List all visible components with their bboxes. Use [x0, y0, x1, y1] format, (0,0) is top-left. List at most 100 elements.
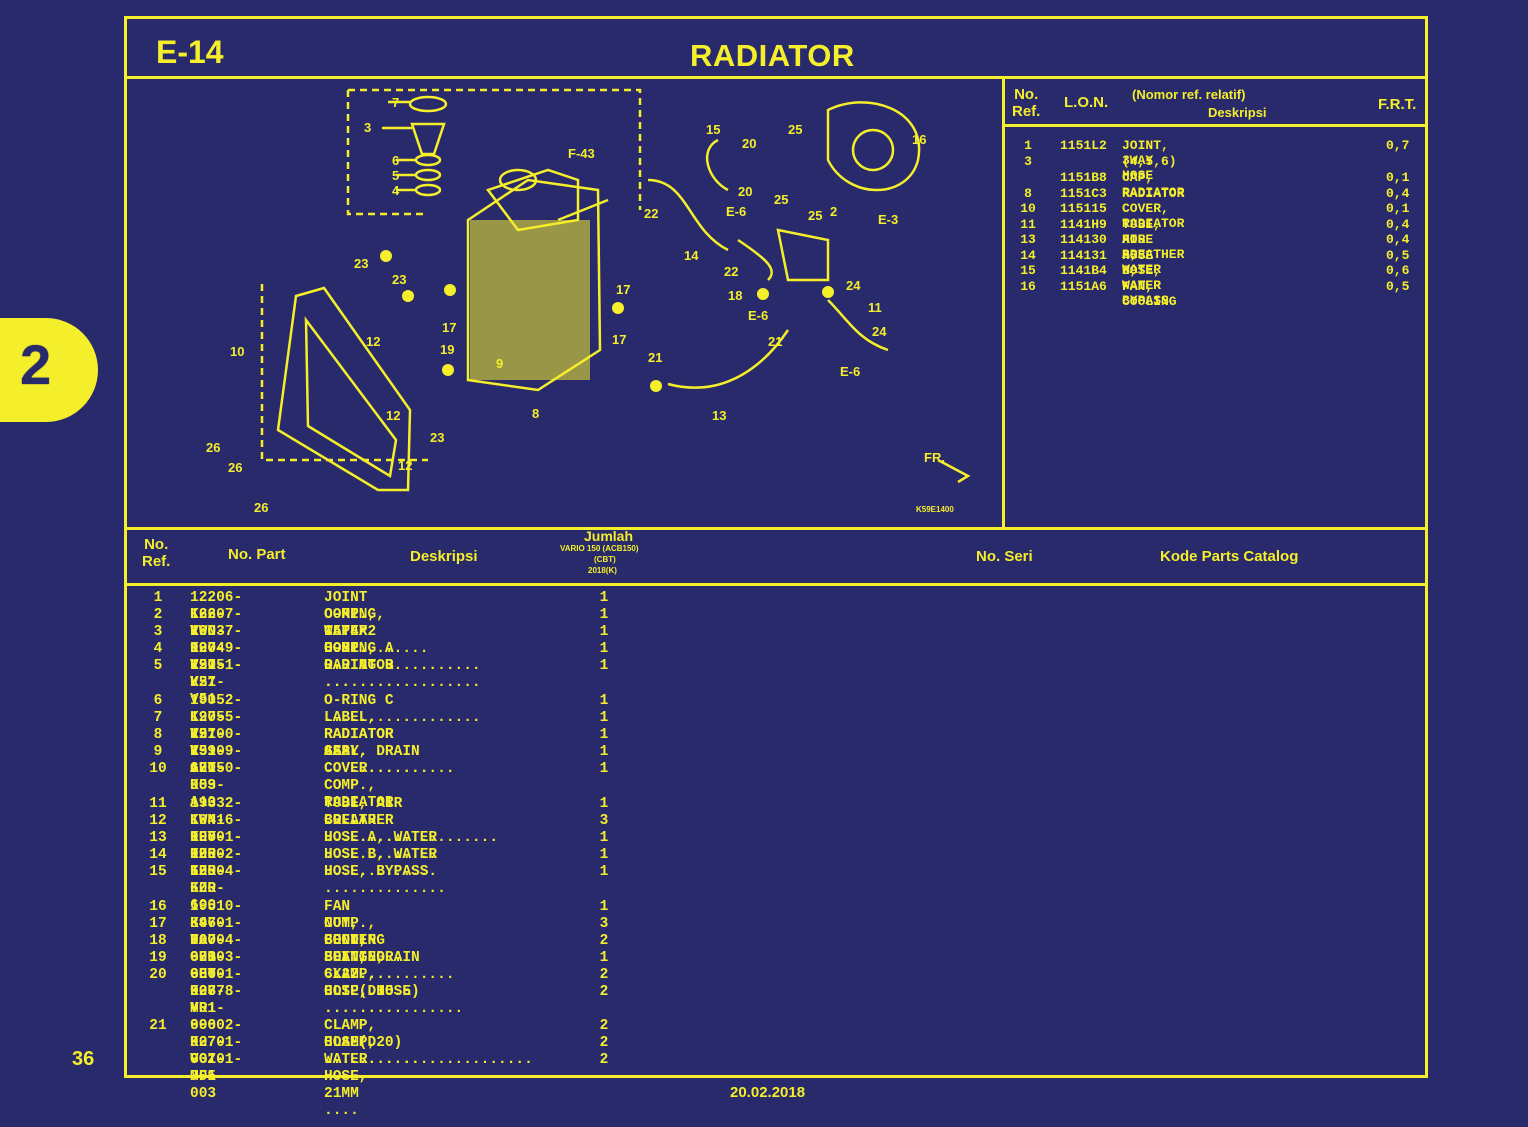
part-ref: 13: [149, 830, 167, 846]
part-qty: 2: [599, 1052, 609, 1068]
frt-ref: 1: [1024, 138, 1032, 153]
svg-text:2: 2: [830, 204, 837, 219]
part-qty: 1: [599, 761, 609, 777]
svg-text:18: 18: [728, 288, 742, 303]
svg-text:7: 7: [392, 95, 399, 110]
frt-ref: 16: [1020, 279, 1036, 294]
part-ref: 2: [153, 607, 163, 623]
part-pno: 90103-GET-003: [190, 950, 243, 1000]
frt-lon: 1141H9: [1060, 217, 1107, 232]
frt-ref: 13: [1020, 232, 1036, 247]
svg-text:E-6: E-6: [726, 204, 746, 219]
parts-header-divider: [124, 583, 1428, 586]
frt-ref: 8: [1024, 186, 1032, 201]
part-pno: 19109-GET-003: [190, 744, 243, 794]
part-ref: 9: [153, 744, 163, 760]
part-pno: 19100-K59-A70: [190, 727, 243, 777]
part-pno: 19332-KWN-900: [190, 796, 243, 846]
header-divider: [124, 76, 1428, 79]
part-desc: NUT, FENDER SETTING ........: [324, 916, 394, 983]
part-desc: BOLT, FLANGE, 6X22 .........: [324, 933, 403, 1000]
part-desc: HOSE, BYPASS ..............: [324, 864, 446, 897]
part-desc: FAN COMP., COOLING .........: [324, 899, 403, 966]
part-pno: 90701-MF5-003: [190, 1052, 243, 1102]
svg-text:3: 3: [364, 120, 371, 135]
svg-text:24: 24: [872, 324, 887, 339]
svg-text:23: 23: [354, 256, 368, 271]
frt-divider: [1002, 76, 1005, 528]
part-qty: 1: [599, 864, 609, 880]
svg-text:12: 12: [386, 408, 400, 423]
part-desc: RADIATOR ASSY. ............: [324, 727, 429, 777]
part-pno: 90602-K27-V01: [190, 1018, 243, 1068]
frt-lon: 1151B8: [1060, 170, 1107, 185]
svg-text:22: 22: [724, 264, 738, 279]
svg-text:26: 26: [228, 460, 242, 475]
part-ref: 6: [153, 693, 163, 709]
part-pno: 19150-K59-A10: [190, 761, 243, 811]
part-pno: 90004-GHB-660: [190, 933, 243, 983]
part-qty: 1: [599, 830, 609, 846]
part-desc: JOINT COMP., WATER HOSE ....: [324, 590, 377, 674]
frt-desc: HOSE A, WATER: [1122, 232, 1162, 277]
svg-text:17: 17: [442, 320, 456, 335]
svg-text:K59E1400: K59E1400: [916, 505, 954, 514]
page-number: 36: [72, 1048, 95, 1070]
part-pno: 12206-K66-V00: [190, 590, 243, 640]
part-qty: 1: [599, 796, 609, 812]
frt-val: 0,4: [1386, 217, 1410, 232]
part-pno: 19037-K27-V51: [190, 624, 243, 674]
part-ref: 15: [149, 864, 167, 880]
frt-desc: RADIATOR: [1122, 186, 1185, 201]
part-qty: 1: [599, 607, 609, 623]
part-pno: 19501-KZR-600: [190, 830, 243, 880]
svg-text:20: 20: [738, 184, 752, 199]
part-qty: 1: [599, 658, 609, 674]
frt-header-divider: [1002, 124, 1428, 127]
frt-val: 0,5: [1386, 279, 1410, 294]
parts-col-qty-title: Jumlah: [584, 528, 634, 544]
frt-desc: JOINT, 3WAY HOSE: [1122, 138, 1169, 183]
part-desc: LABEL, RADIATOR CAP ........: [324, 710, 394, 777]
parts-col-desc: Deskripsi: [410, 548, 478, 565]
svg-text:22: 22: [644, 206, 658, 221]
frt-lon: 1151C3: [1060, 186, 1107, 201]
part-qty: 1: [599, 641, 609, 657]
svg-text:12: 12: [398, 458, 412, 473]
frt-desc: HOSE B, WATER: [1122, 248, 1162, 293]
parts-col-part-no: No. Part: [228, 546, 286, 563]
part-qty: 2: [599, 984, 609, 1000]
svg-text:E-6: E-6: [840, 364, 860, 379]
parts-col-ref: No.Ref.: [142, 536, 171, 570]
parts-col-serial: No. Seri: [976, 548, 1033, 565]
part-desc: TUBE, AIR BREATHER .........: [324, 796, 403, 846]
part-qty: 3: [599, 813, 609, 829]
part-desc: O-RING C ..................: [324, 693, 481, 726]
svg-text:26: 26: [254, 500, 268, 515]
part-pno: 19055-K27-V51: [190, 710, 243, 760]
frt-lon: 114130: [1060, 232, 1107, 247]
part-pno: 19052-K27-V51: [190, 693, 243, 743]
frt-val: 0,1: [1386, 170, 1410, 185]
part-ref: 3: [153, 624, 163, 640]
part-pno: 90678-MR1-690: [190, 984, 243, 1034]
frt-val: 0,6: [1386, 263, 1410, 278]
part-ref: 16: [149, 899, 167, 915]
print-date: 20.02.2018: [730, 1084, 806, 1101]
part-pno: 90601-K27-V01: [190, 967, 243, 1017]
parts-col-qty-type: (CBT): [594, 555, 616, 564]
part-ref: 10: [149, 761, 167, 777]
part-qty: 2: [599, 933, 609, 949]
part-qty: 1: [599, 693, 609, 709]
frt-val: 0,7: [1386, 138, 1410, 153]
parts-col-catalog: Kode Parts Catalog: [1160, 548, 1299, 565]
part-desc: O-RING A ..................: [324, 641, 481, 674]
frt-lon: 1151A6: [1060, 279, 1107, 294]
part-qty: 1: [599, 710, 609, 726]
part-qty: 1: [599, 744, 609, 760]
frt-val: 0,1: [1386, 201, 1410, 216]
svg-text:17: 17: [612, 332, 626, 347]
part-qty: 2: [599, 1018, 609, 1034]
part-desc: O-RING, 15.4X2 ............: [324, 607, 429, 657]
